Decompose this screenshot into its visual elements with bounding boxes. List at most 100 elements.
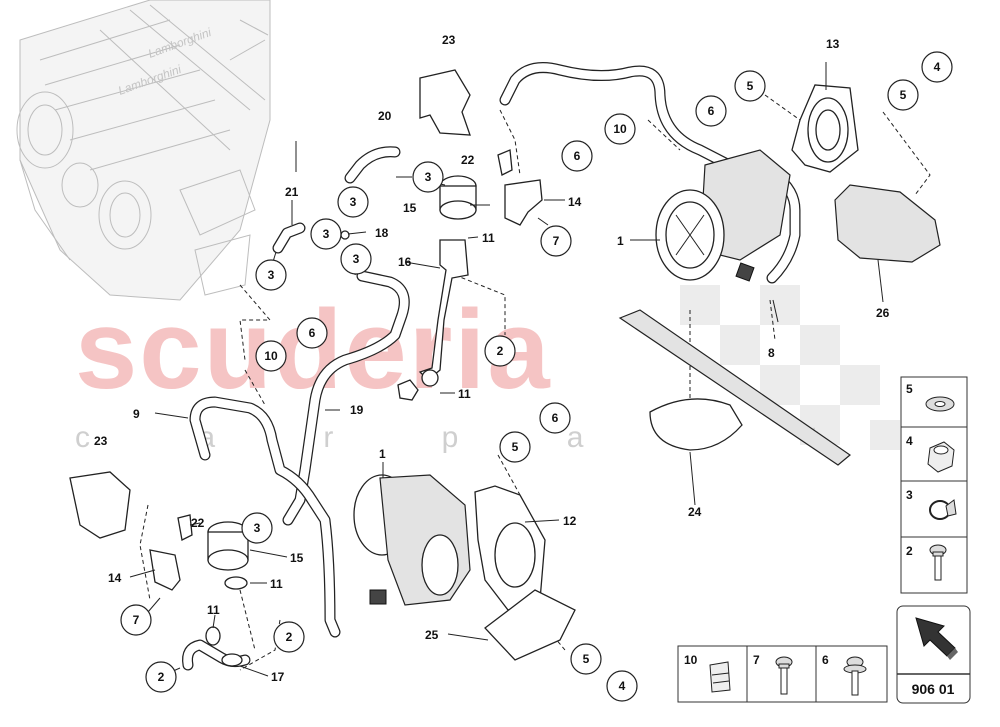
svg-text:2: 2 bbox=[158, 670, 165, 684]
label-25: 25 bbox=[425, 628, 439, 642]
watermark-checker-flag bbox=[680, 285, 900, 450]
svg-text:6: 6 bbox=[574, 149, 581, 163]
legend-item-nut: 4 bbox=[900, 426, 968, 482]
circle-5-d: 5 bbox=[570, 643, 602, 675]
svg-text:5: 5 bbox=[512, 440, 519, 454]
legend-item-bolt: 2 bbox=[900, 536, 968, 594]
air-pump-1-bottom bbox=[353, 474, 471, 606]
label-11-top: 11 bbox=[482, 231, 495, 245]
leader-lines bbox=[129, 62, 884, 677]
label-16: 16 bbox=[398, 255, 412, 269]
circle-6-a: 6 bbox=[695, 95, 727, 127]
label-1-top: 1 bbox=[617, 234, 624, 248]
label-8: 8 bbox=[768, 346, 775, 360]
label-15-top: 15 bbox=[403, 201, 417, 215]
svg-text:5: 5 bbox=[900, 88, 907, 102]
circle-3-a: 3 bbox=[412, 161, 444, 193]
svg-text:3: 3 bbox=[353, 252, 360, 266]
circle-3-d: 3 bbox=[340, 243, 372, 275]
svg-text:6: 6 bbox=[309, 326, 316, 340]
assembly-lines bbox=[139, 94, 931, 671]
label-13: 13 bbox=[826, 37, 840, 51]
valve-15-top bbox=[439, 175, 477, 220]
parts-top bbox=[340, 69, 941, 466]
label-18: 18 bbox=[375, 226, 389, 240]
circle-6-c: 6 bbox=[296, 317, 328, 349]
label-14-top: 14 bbox=[568, 195, 582, 209]
legend-item-clip: 10 bbox=[684, 653, 731, 693]
washer-icon bbox=[925, 396, 955, 412]
circle-2-c: 2 bbox=[145, 661, 177, 693]
legend-right: 5 4 3 2 bbox=[900, 376, 968, 594]
nut-11 bbox=[397, 379, 419, 401]
arrow-up-left-icon bbox=[915, 617, 958, 660]
circle-10-a: 10 bbox=[604, 113, 636, 145]
svg-text:4: 4 bbox=[906, 434, 913, 448]
svg-text:5: 5 bbox=[906, 382, 913, 396]
label-26: 26 bbox=[876, 306, 890, 320]
svg-text:10: 10 bbox=[613, 122, 627, 136]
circle-6-d: 6 bbox=[539, 402, 571, 434]
valve-14-top bbox=[504, 179, 543, 226]
svg-text:6: 6 bbox=[822, 653, 829, 667]
heat-shield-23-top bbox=[419, 69, 471, 136]
diagram-code: 906 01 bbox=[912, 681, 955, 697]
svg-text:3: 3 bbox=[906, 488, 913, 502]
bolt-icon bbox=[929, 544, 947, 581]
label-23-bottom: 23 bbox=[94, 434, 108, 448]
svg-text:3: 3 bbox=[350, 195, 357, 209]
legend-item-washer: 5 bbox=[900, 376, 968, 428]
circle-4-b: 4 bbox=[606, 670, 638, 702]
circle-10-b: 10 bbox=[255, 340, 287, 372]
label-23-top: 23 bbox=[442, 33, 456, 47]
nut-icon bbox=[927, 441, 955, 473]
legend-item-bolt-7: 7 bbox=[753, 653, 793, 695]
legend-bottom: 10 7 6 bbox=[677, 645, 888, 703]
circle-6-b: 6 bbox=[561, 140, 593, 172]
watermark: scuderia c a r p a r t s bbox=[75, 285, 992, 454]
label-15-bottom: 15 bbox=[290, 551, 304, 565]
svg-text:3: 3 bbox=[268, 268, 275, 282]
label-21: 21 bbox=[285, 185, 299, 199]
label-20: 20 bbox=[378, 109, 392, 123]
label-11-bottom: 11 bbox=[270, 577, 283, 591]
svg-text:6: 6 bbox=[552, 411, 559, 425]
label-24: 24 bbox=[688, 505, 702, 519]
svg-text:10: 10 bbox=[264, 349, 278, 363]
legend-item-flange-bolt: 6 bbox=[822, 653, 867, 696]
label-1-bottom: 1 bbox=[379, 447, 386, 461]
label-12: 12 bbox=[563, 514, 577, 528]
svg-text:2: 2 bbox=[906, 544, 913, 558]
label-9: 9 bbox=[133, 407, 140, 421]
heat-shield-23-bottom bbox=[69, 471, 131, 539]
svg-text:7: 7 bbox=[133, 613, 140, 627]
circle-7-b: 7 bbox=[120, 604, 152, 636]
circle-4-a: 4 bbox=[921, 51, 953, 83]
callouts: 23 13 20 22 21 15 14 18 11 16 1 8 26 11 … bbox=[94, 33, 890, 684]
circle-2-b: 2 bbox=[273, 621, 305, 653]
heat-shield-26 bbox=[834, 184, 941, 263]
circle-5-a: 5 bbox=[887, 79, 919, 111]
watermark-tagline: c a r p a r t s bbox=[75, 421, 992, 454]
svg-text:3: 3 bbox=[425, 170, 432, 184]
parts-bottom bbox=[69, 471, 576, 667]
svg-text:6: 6 bbox=[708, 104, 715, 118]
circle-5-c: 5 bbox=[499, 431, 531, 463]
diagram-code-box: 906 01 bbox=[896, 605, 971, 704]
engine-block-drawing: Lamborghini Lamborghini bbox=[16, 0, 271, 301]
hose-clamp-icon bbox=[929, 499, 957, 520]
svg-text:5: 5 bbox=[583, 652, 590, 666]
circle-3-f: 3 bbox=[241, 512, 273, 544]
shield-25 bbox=[484, 589, 576, 661]
gasket-24 bbox=[618, 309, 851, 466]
label-17: 17 bbox=[271, 670, 285, 684]
svg-text:5: 5 bbox=[747, 79, 754, 93]
circle-3-c: 3 bbox=[310, 218, 342, 250]
legend-item-hose-clamp: 3 bbox=[900, 480, 968, 538]
label-11-mid: 11 bbox=[458, 387, 471, 401]
clip-icon bbox=[709, 661, 731, 693]
label-22-top: 22 bbox=[461, 153, 475, 167]
air-pump-1-top bbox=[655, 149, 791, 282]
circled-callouts: 5 4 6 10 5 6 3 3 3 3 3 7 2 10 6 6 5 3 7 … bbox=[120, 51, 953, 702]
